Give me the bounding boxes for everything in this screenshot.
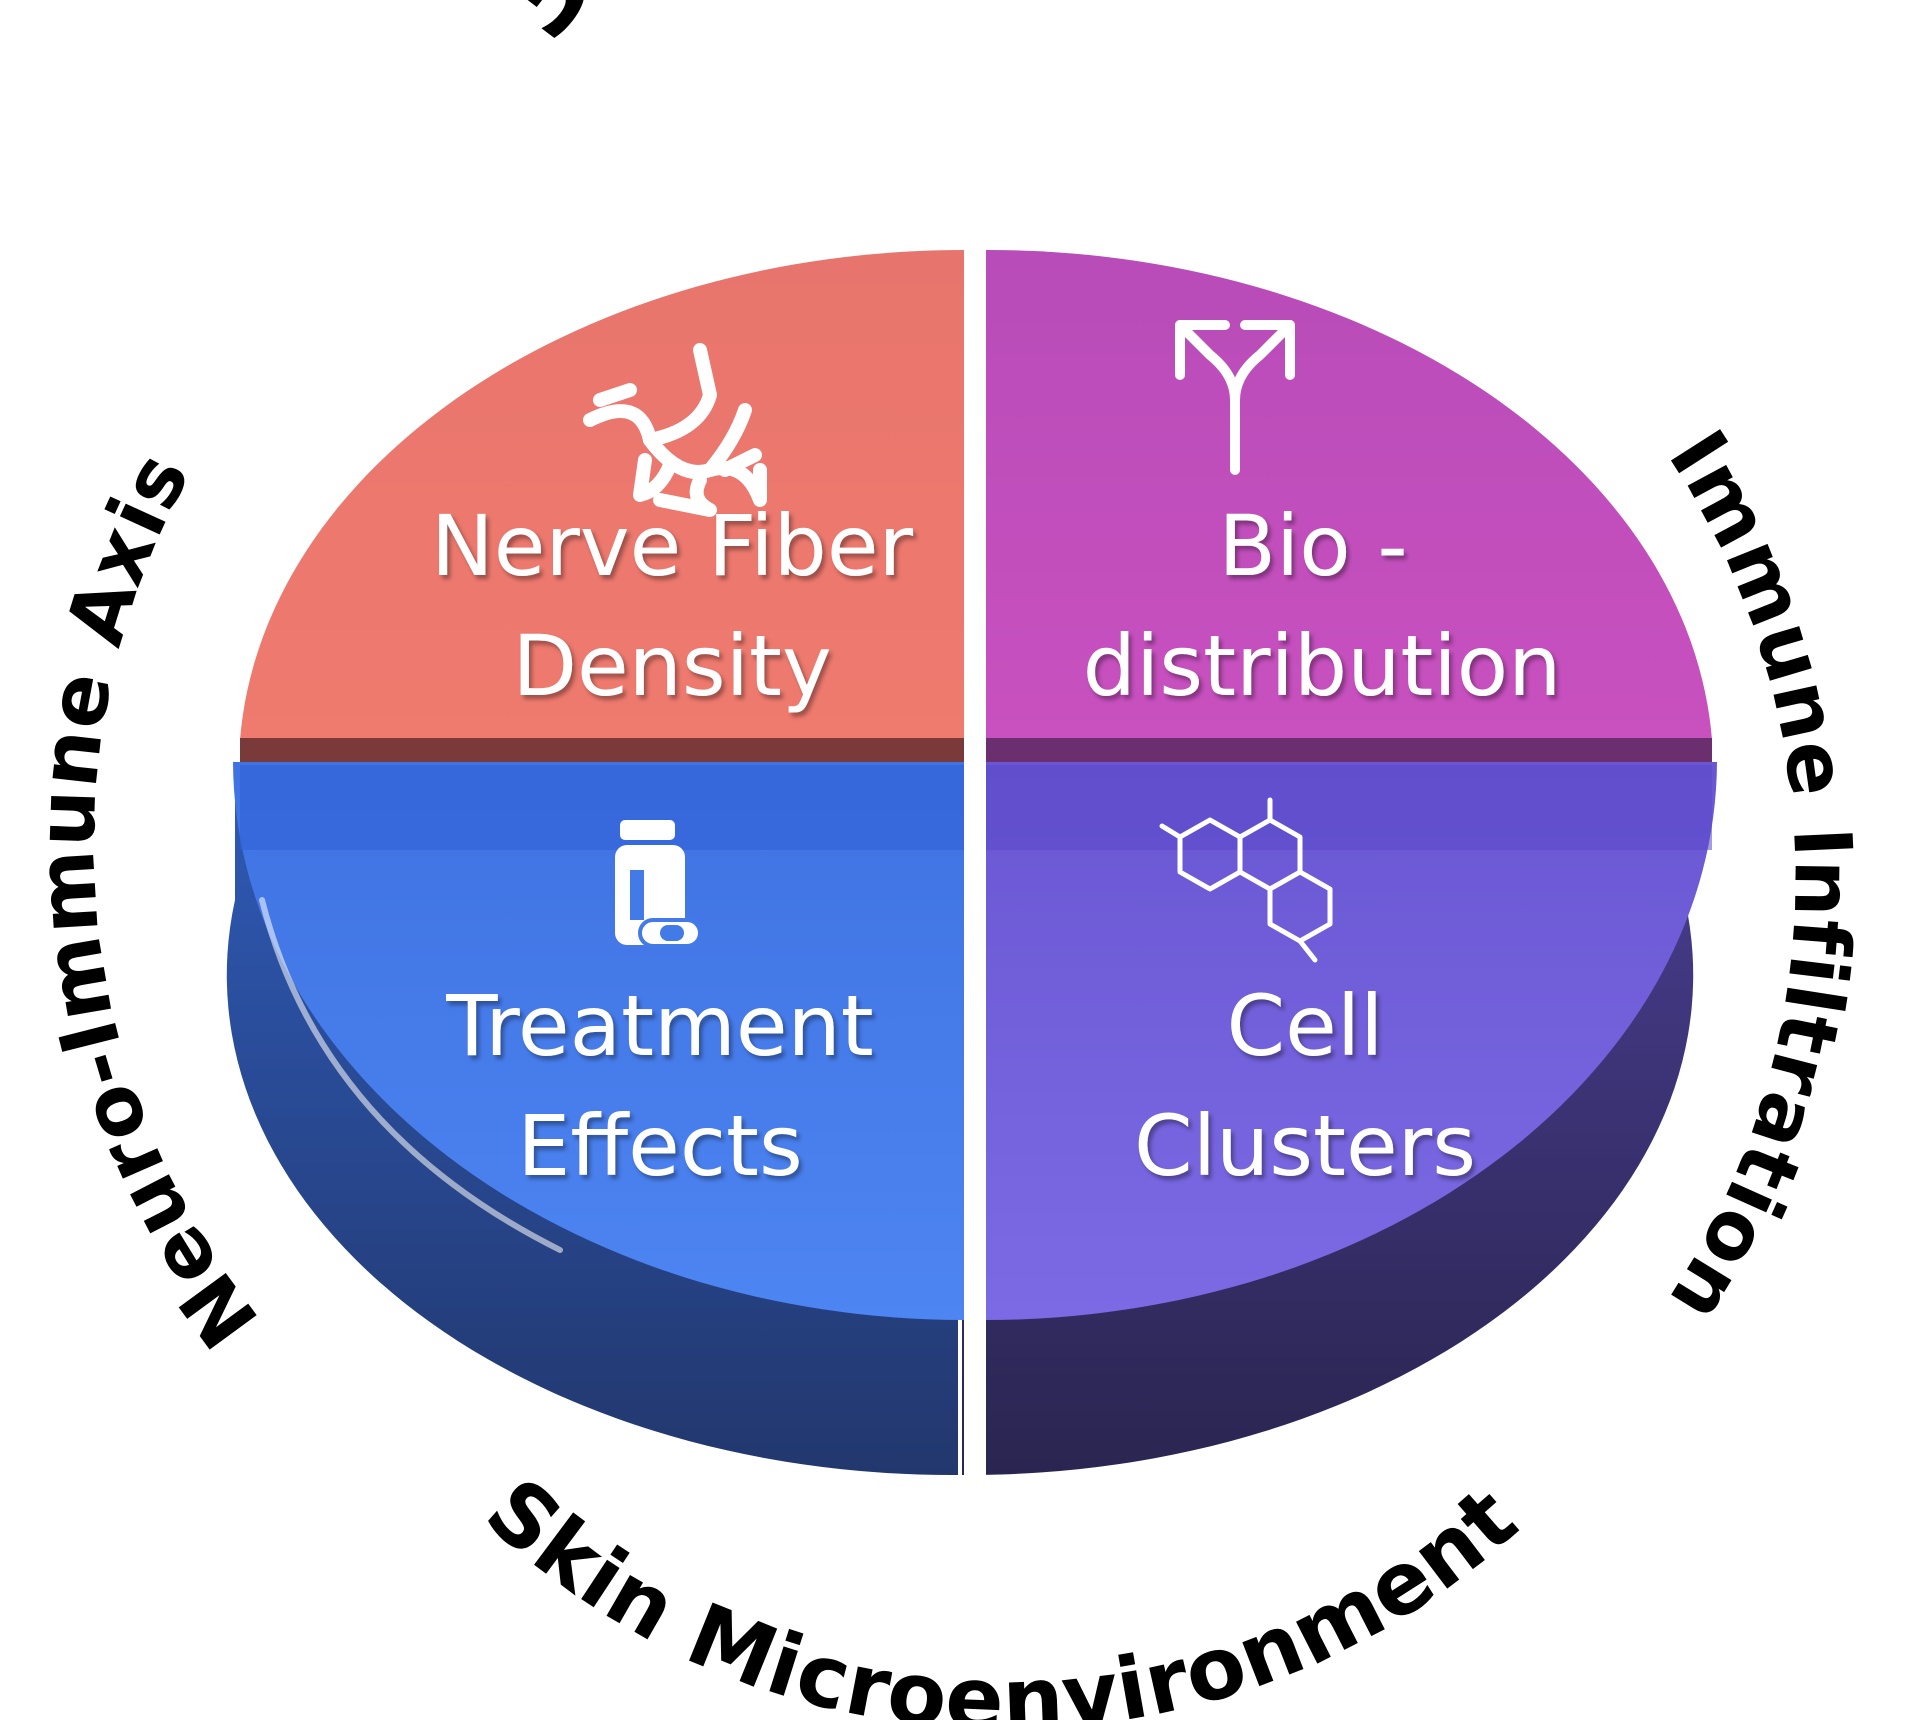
biodistribution-label-line2: distribution [1083,617,1562,715]
quadrant-biodistribution [985,249,1712,740]
biodistribution-label-line1: Bio - [1218,497,1407,595]
split-arrow-icon [1175,320,1295,475]
molecule-icon [1159,797,1333,963]
nerve-fiber-label-line2: Density [512,617,831,715]
medicine-bottle-icon [615,820,702,948]
nerve-fiber-label-line1: Nerve Fiber [431,497,914,595]
quadrant-nerve-fiber-density [240,249,965,741]
disc-gloss [259,897,563,1253]
quadrant-treatment-effects [233,762,965,1320]
diagram-title: 3D Derm Score™ [470,0,1565,62]
cell-clusters-label-line1: Cell [1226,977,1383,1075]
disc-highlight-left [240,765,965,850]
disc-edge-left [240,738,965,762]
treatment-effects-label-line1: Treatment [445,977,873,1075]
disc-highlight-right [985,765,1712,850]
treatment-effects-label-line2: Effects [517,1097,803,1195]
ring-label-bottom: Skin Microenvironment [467,1460,1536,1720]
quadrant-cell-clusters [985,762,1717,1320]
cell-clusters-label-line2: Clusters [1134,1097,1476,1195]
disc-edge-right [985,738,1712,762]
nerve-branch-icon [583,343,767,517]
vertical-divider [964,248,986,1488]
